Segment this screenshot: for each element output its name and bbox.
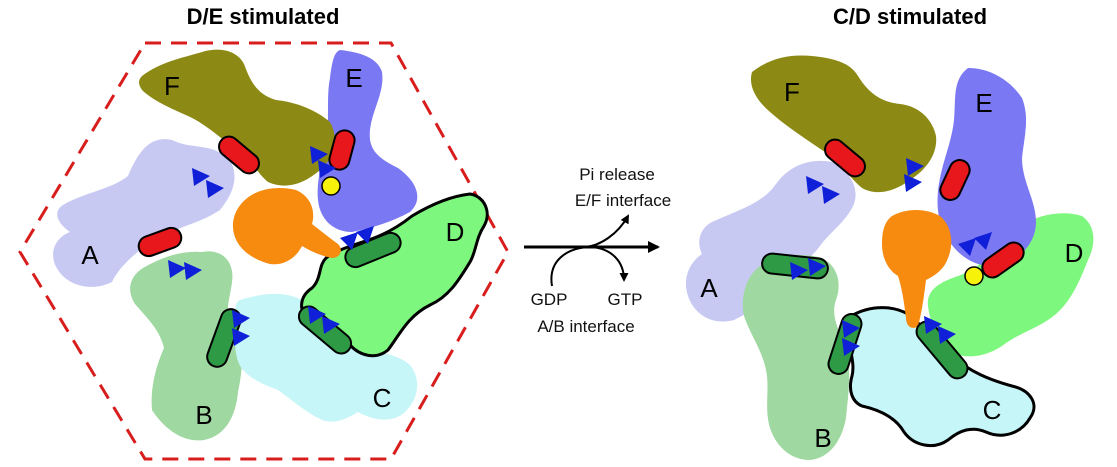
center-domain-left (232, 188, 341, 265)
ab-interface-label: A/B interface (537, 317, 634, 336)
ef-interface-label: E/F interface (575, 191, 671, 210)
right-panel: C/D stimulated (685, 4, 1094, 460)
double-arrowhead-icon (340, 226, 374, 250)
double-arrowhead-icon (958, 232, 992, 256)
double-arrowhead-icon (192, 168, 224, 198)
right-panel-title: C/D stimulated (833, 4, 987, 29)
pi-release-arrow (584, 214, 629, 248)
label-c-right: C (983, 395, 1002, 425)
double-arrowhead-icon (310, 146, 336, 178)
label-b-left: B (195, 400, 212, 430)
red-pill-left-2 (137, 226, 183, 258)
pi-marker-left (321, 176, 341, 196)
double-arrowhead-icon (842, 320, 860, 356)
label-d-left: D (446, 217, 465, 247)
double-arrowhead-icon (904, 158, 924, 192)
red-pill-right-1 (824, 138, 866, 178)
hexagon-outline (18, 41, 510, 461)
gtp-label: GTP (608, 290, 643, 309)
nucleotide-exchange-arrow (550, 245, 629, 287)
double-arrowhead-icon (232, 310, 250, 346)
double-arrowhead-icon (168, 260, 202, 280)
subunit-e-right (937, 68, 1036, 267)
nucleotide-markers-right (790, 158, 992, 356)
nucleotide-markers-left (168, 146, 374, 346)
green-pill-right-3 (915, 320, 969, 380)
double-arrowhead-icon (924, 316, 956, 344)
subunit-f-right (750, 55, 937, 193)
label-e-left: E (345, 63, 362, 93)
subunit-b-left (130, 251, 242, 441)
label-a-left: A (81, 240, 99, 270)
subunit-e-left (317, 50, 418, 232)
double-arrowhead-icon (308, 306, 340, 334)
label-b-right: B (814, 423, 831, 453)
double-arrowhead-icon (790, 258, 826, 280)
label-d-right: D (1065, 238, 1084, 268)
red-pill-right-3 (981, 241, 1025, 279)
subunit-d-right (927, 213, 1094, 357)
gdp-label: GDP (531, 290, 568, 309)
subunit-c-left (234, 293, 418, 422)
red-pill-right-2 (939, 159, 971, 201)
label-c-left: C (373, 383, 392, 413)
pi-marker-right (964, 266, 984, 286)
subunit-a-right (685, 160, 856, 322)
pi-release-label: Pi release (579, 165, 655, 184)
left-panel: D/E stimulated (18, 4, 510, 461)
label-e-right: E (975, 88, 992, 118)
green-pill-left-1 (344, 231, 402, 269)
label-f-right: F (784, 77, 800, 107)
green-pill-left-3 (206, 308, 242, 368)
transition: Pi release E/F interface GDP GTP A/B int… (524, 165, 671, 336)
subunit-a-left (53, 139, 235, 287)
center-domain-right (882, 210, 952, 328)
label-f-left: F (164, 71, 180, 101)
left-panel-title: D/E stimulated (187, 4, 340, 29)
red-pill-left-3 (328, 129, 356, 171)
subunit-b-right (742, 255, 850, 460)
double-arrowhead-icon (806, 176, 840, 204)
red-pill-left-1 (218, 135, 260, 175)
subunit-f-left (139, 49, 335, 186)
label-a-right: A (700, 273, 718, 303)
